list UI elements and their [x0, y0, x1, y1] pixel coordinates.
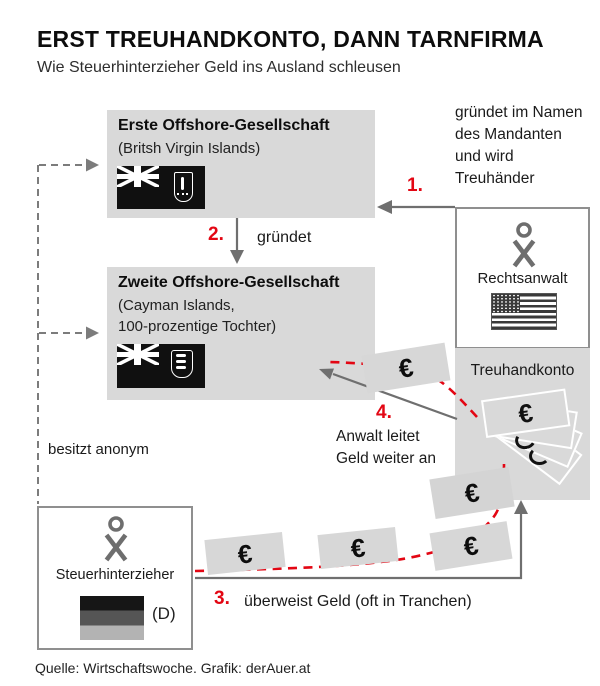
step1-text: gründet im Namen des Mandanten und wird … [455, 102, 583, 190]
step4-text: Anwalt leitet Geld weiter an [336, 426, 436, 470]
ownership-arrow-head-first [86, 158, 99, 172]
germany-flag-caption: (D) [152, 604, 176, 623]
step2-label: gründet [257, 229, 312, 246]
euro-banknote: € [429, 521, 513, 571]
tax-evader-label: Steuerhinterzieher [55, 567, 175, 583]
first-offshore-subtitle: (Britsh Virgin Islands) [118, 140, 261, 157]
second-offshore-subtitle-line1: (Cayman Islands, [118, 297, 235, 314]
union-jack-canton-icon [117, 344, 159, 365]
second-offshore-subtitle-line2: 100-prozentige Tochter) [118, 318, 277, 335]
page-title: ERST TREUHANDKONTO, DANN TARNFIRMA [37, 26, 544, 52]
cayman-crest-icon [171, 350, 193, 378]
owns-anonymously-label: besitzt anonym [48, 441, 149, 458]
step4-line1: Anwalt leitet [336, 428, 420, 445]
step1-number: 1. [407, 175, 423, 196]
page-subtitle: Wie Steuerhinterzieher Geld ins Ausland … [37, 59, 401, 76]
bvi-crest-icon [174, 172, 193, 202]
euro-symbol: € [349, 532, 367, 564]
step1-line4: Treuhänder [455, 170, 535, 187]
step1-line1: gründet im Namen [455, 104, 583, 121]
tax-evader-box: Steuerhinterzieher (D) [37, 506, 193, 650]
first-offshore-box: Erste Offshore-Gesellschaft (Britsh Virg… [107, 110, 375, 218]
step1-line2: des Mandanten [455, 126, 562, 143]
step4-number: 4. [376, 402, 392, 423]
second-offshore-box: Zweite Offshore-Gesellschaft (Cayman Isl… [107, 267, 375, 400]
euro-banknote: € [317, 527, 399, 569]
arrow-step2-head [230, 250, 244, 264]
germany-flag-icon [80, 596, 144, 640]
second-offshore-title: Zweite Offshore-Gesellschaft [118, 274, 340, 291]
lawyer-box: Rechtsanwalt [455, 207, 590, 349]
step3-label: überweist Geld (oft in Tranchen) [244, 593, 472, 610]
euro-symbol: € [396, 352, 416, 384]
euro-symbol: € [516, 396, 535, 429]
trust-account-label: Treuhandkonto [470, 362, 575, 379]
euro-symbol: € [236, 537, 254, 570]
ownership-arrow-head-second [86, 326, 99, 340]
euro-banknote: € [429, 466, 515, 520]
person-icon [512, 222, 536, 268]
step2-number: 2. [208, 224, 224, 245]
euro-symbol: € [462, 477, 482, 509]
union-jack-canton-icon [117, 166, 159, 187]
step4-line2: Geld weiter an [336, 450, 436, 467]
step1-line3: und wird [455, 148, 514, 165]
arrow-step1-head [377, 200, 392, 214]
arrow-step3-head [514, 500, 528, 514]
euro-peek-curve-icon [529, 447, 550, 465]
euro-banknote: € [204, 532, 286, 575]
person-icon [104, 516, 128, 562]
usa-flag-icon [491, 293, 557, 330]
first-offshore-title: Erste Offshore-Gesellschaft [118, 117, 330, 134]
euro-symbol: € [461, 530, 481, 562]
cayman-islands-flag-icon [117, 344, 205, 388]
source-credit: Quelle: Wirtschaftswoche. Grafik: derAue… [35, 660, 311, 676]
british-virgin-islands-flag-icon [117, 166, 205, 209]
lawyer-label: Rechtsanwalt [477, 270, 568, 287]
step3-number: 3. [214, 588, 230, 609]
